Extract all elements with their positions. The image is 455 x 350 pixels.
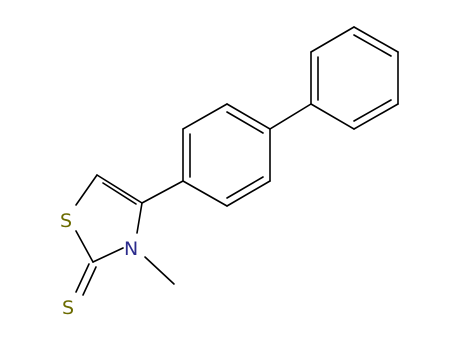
bond-n3-c2: [92, 247, 124, 263]
bond-c2-s-double-b: [82, 266, 97, 296]
bond-ph2-2: [310, 26, 355, 53]
atom-label-ring-nitrogen: N: [124, 238, 138, 260]
bond-ph1-5: [226, 180, 271, 207]
bond-c4-n3: [136, 202, 143, 234]
bond-ph2-inner-b: [353, 34, 392, 57]
thiazole-ring: [75, 174, 184, 296]
bond-ph2-inner-c: [353, 99, 392, 122]
bond-ph1-2: [182, 103, 228, 130]
bond-ph1-inner-c: [226, 176, 264, 199]
bond-ph1-inner-b: [226, 111, 264, 134]
bond-c2-s1: [75, 230, 94, 263]
bond-c4-phenyl: [141, 180, 184, 204]
bond-ph1-ph2: [269, 103, 312, 130]
bond-c5-c4: [96, 174, 143, 204]
bond-n-methyl: [144, 256, 175, 285]
bond-ph2-3: [353, 26, 399, 53]
bond-ph2-5: [353, 103, 399, 130]
atom-label-ring-sulfur: S: [60, 210, 72, 232]
bond-c2-s-double-a: [75, 263, 90, 293]
bond-c5-c4-double: [102, 182, 137, 205]
bond-s1-c5: [75, 174, 98, 206]
phenyl-ring: [310, 26, 399, 130]
bond-ph1-3: [226, 103, 271, 130]
phenylene-ring: [182, 103, 312, 207]
bond-ph2-6: [310, 103, 355, 130]
atom-label-thione-sulfur: S: [62, 297, 74, 319]
bond-ph1-6: [182, 180, 228, 207]
